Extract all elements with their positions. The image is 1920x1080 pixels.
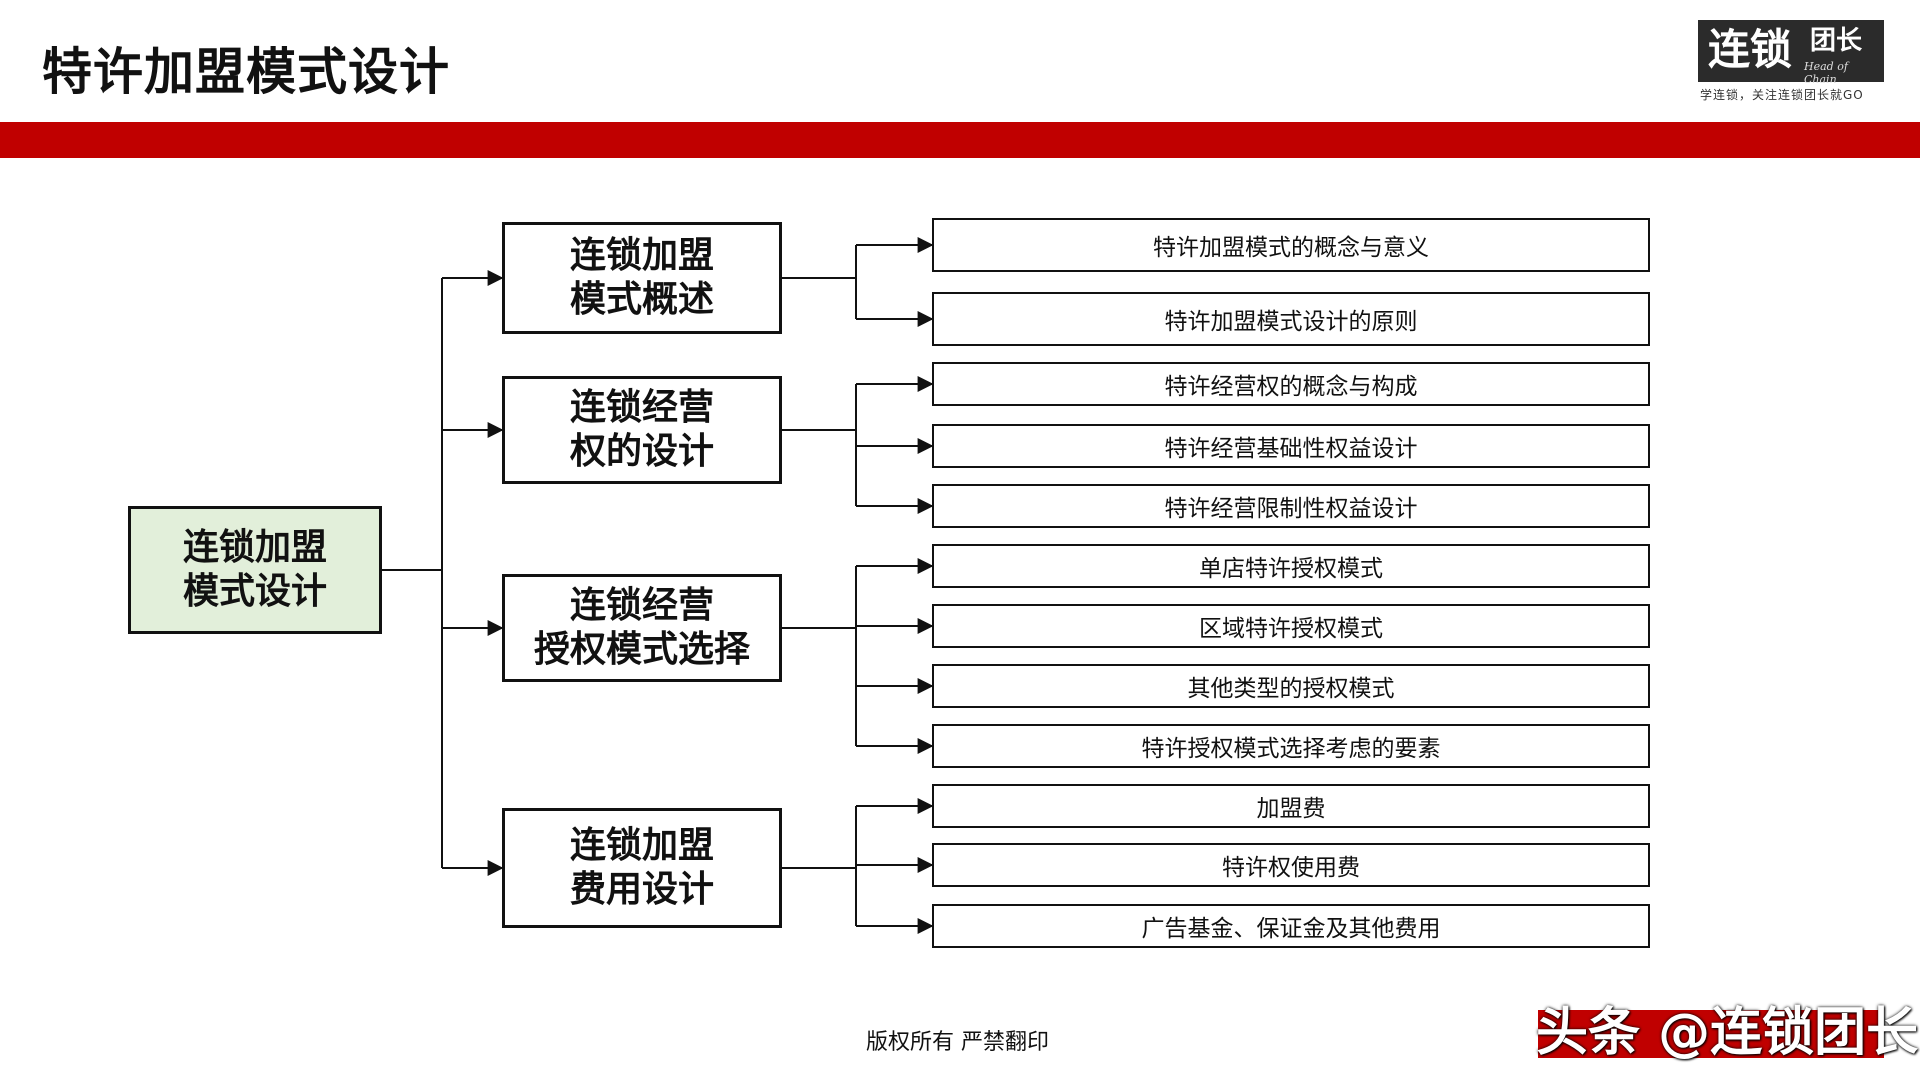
- leaf-node-2-2: 特许经营基础性权益设计: [932, 424, 1650, 468]
- connector-layer: [382, 237, 934, 934]
- leaf-node-2-3: 特许经营限制性权益设计: [932, 484, 1650, 528]
- leaf-node-4-2-label: 特许权使用费: [1222, 855, 1360, 881]
- branch-node-2-label: 连锁经营 权的设计: [569, 387, 714, 472]
- leaf-node-3-2-label: 区域特许授权模式: [1199, 616, 1383, 642]
- branch-node-3: 连锁经营 授权模式选择: [502, 574, 782, 682]
- leaf-node-2-2-label: 特许经营基础性权益设计: [1164, 436, 1418, 462]
- logo-cap-text: 团长: [1810, 26, 1863, 56]
- branch-node-4-label: 连锁加盟 费用设计: [569, 825, 714, 910]
- logo-english-text: Head of Chain: [1804, 60, 1848, 86]
- copyright-notice: 版权所有 严禁翻印: [866, 1030, 1049, 1055]
- branch-node-1: 连锁加盟 模式概述: [502, 222, 782, 334]
- leaf-node-4-3: 广告基金、保证金及其他费用: [932, 904, 1650, 948]
- leaf-node-3-3-label: 其他类型的授权模式: [1187, 676, 1395, 702]
- leaf-node-2-3-label: 特许经营限制性权益设计: [1164, 496, 1418, 522]
- watermark-bar: [1538, 1010, 1884, 1058]
- logo-slogan: 学连锁，关注连锁团长就GO: [1700, 88, 1864, 102]
- leaf-node-1-2-label: 特许加盟模式设计的原则: [1164, 309, 1418, 335]
- leaf-node-1-2: 特许加盟模式设计的原则: [932, 292, 1650, 346]
- leaf-node-3-3: 其他类型的授权模式: [932, 664, 1650, 708]
- leaf-node-1-1-label: 特许加盟模式的概念与意义: [1153, 235, 1429, 261]
- leaf-node-3-1-label: 单店特许授权模式: [1199, 556, 1383, 582]
- leaf-node-4-1: 加盟费: [932, 784, 1650, 828]
- branch-node-2: 连锁经营 权的设计: [502, 376, 782, 484]
- leaf-node-4-3-label: 广告基金、保证金及其他费用: [1141, 916, 1441, 942]
- branch-node-1-label: 连锁加盟 模式概述: [569, 235, 714, 320]
- page-title: 特许加盟模式设计: [42, 43, 450, 101]
- branch-node-3-label: 连锁经营 授权模式选择: [533, 585, 750, 670]
- leaf-node-2-1-label: 特许经营权的概念与构成: [1164, 374, 1418, 400]
- leaf-node-4-1-label: 加盟费: [1256, 796, 1326, 822]
- watermark-text: 头条 @连锁团长: [1536, 1003, 1919, 1063]
- leaf-node-4-2: 特许权使用费: [932, 843, 1650, 887]
- leaf-node-3-4-label: 特许授权模式选择考虑的要素: [1141, 736, 1441, 762]
- leaf-node-3-1: 单店特许授权模式: [932, 544, 1650, 588]
- brand-logo: 连锁 团长 Head of Chain 学连锁，关注连锁团长就GO: [1698, 20, 1886, 104]
- leaf-node-3-2: 区域特许授权模式: [932, 604, 1650, 648]
- header-red-band: [0, 122, 1920, 158]
- leaf-node-2-1: 特许经营权的概念与构成: [932, 362, 1650, 406]
- leaf-node-3-4: 特许授权模式选择考虑的要素: [932, 724, 1650, 768]
- branch-node-4: 连锁加盟 费用设计: [502, 808, 782, 928]
- logo-main-text: 连锁: [1708, 25, 1793, 74]
- leaf-node-1-1: 特许加盟模式的概念与意义: [932, 218, 1650, 272]
- logo-badge: 连锁 团长 Head of Chain: [1698, 20, 1884, 86]
- root-node: 连锁加盟 模式设计: [128, 506, 382, 634]
- root-node-label: 连锁加盟 模式设计: [182, 527, 327, 612]
